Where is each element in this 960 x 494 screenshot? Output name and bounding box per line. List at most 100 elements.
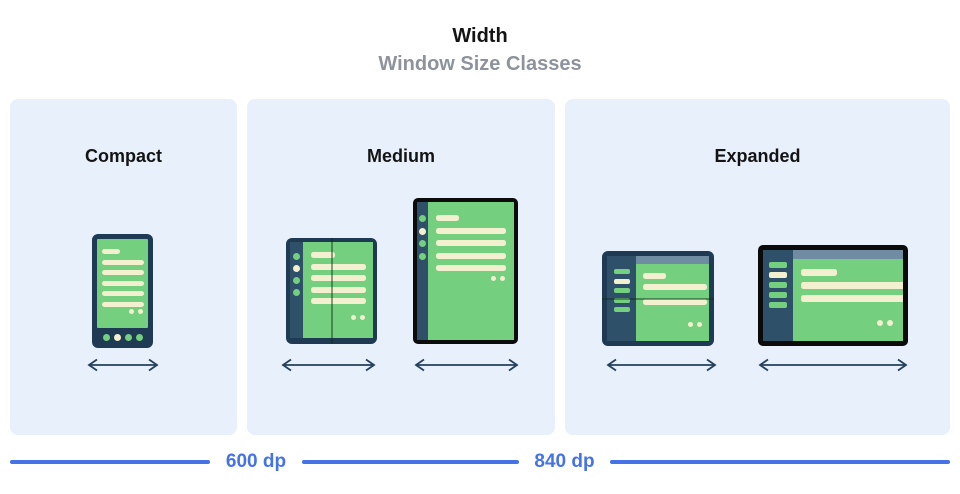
breakpoint-ruler-segment — [610, 460, 950, 464]
content-line — [102, 301, 144, 307]
width-arrow-phone — [87, 358, 159, 372]
content-line — [436, 265, 506, 271]
nav-dot — [135, 334, 143, 341]
phone-screen — [97, 239, 148, 328]
width-arrow-foldable — [281, 358, 376, 372]
content-line — [102, 291, 144, 296]
foldable-content-lines — [303, 242, 373, 304]
laptop-screen — [793, 259, 903, 341]
top-app-bar — [793, 250, 903, 259]
diagram-subtitle: Window Size Classes — [378, 53, 582, 75]
rail-dot-active — [293, 265, 300, 272]
tablet-screen — [428, 202, 514, 340]
foldable-landscape-main — [636, 256, 709, 341]
action-dot — [360, 315, 365, 320]
fold-crease-horizontal — [602, 297, 714, 300]
tablet-content-lines — [428, 202, 514, 271]
phone-content-lines — [97, 239, 148, 307]
rail-dot — [293, 289, 300, 296]
content-line-short — [801, 269, 837, 276]
content-line-short — [102, 249, 120, 254]
content-line-short — [643, 273, 666, 279]
panel-compact-title: Compact — [84, 145, 162, 166]
content-line — [311, 275, 366, 281]
content-line — [801, 282, 903, 289]
rail-dot — [293, 253, 300, 260]
action-dots — [877, 320, 893, 326]
sidebar-item-bar — [613, 297, 630, 303]
content-line — [436, 252, 506, 259]
nav-rail — [417, 202, 428, 340]
action-dot — [887, 320, 893, 326]
foldable-landscape-mockup — [602, 251, 714, 346]
action-dots — [351, 315, 365, 320]
sidebar-item-bar — [613, 288, 630, 293]
action-dot — [129, 309, 134, 314]
laptop-main — [793, 250, 903, 341]
action-dots — [491, 276, 505, 281]
content-line — [102, 280, 144, 286]
rail-dot — [419, 215, 426, 222]
phone-bottom-nav — [97, 330, 148, 345]
phone-mockup — [92, 234, 153, 348]
breakpoint-ruler-segment — [10, 460, 210, 464]
breakpoint-label-600dp: 600 dp — [225, 451, 287, 472]
action-dot — [688, 322, 693, 327]
rail-dot — [419, 252, 426, 260]
sidebar-item-bar — [769, 302, 787, 308]
rail-dot — [293, 277, 300, 284]
foldable-portrait-mockup — [286, 238, 377, 344]
action-dot — [877, 320, 883, 326]
content-line — [643, 299, 707, 305]
sidebar-item-bar-active — [769, 272, 787, 278]
action-dot — [697, 322, 702, 327]
panel-expanded-title: Expanded — [714, 145, 801, 166]
fold-crease-vertical — [330, 238, 333, 344]
content-line — [436, 240, 506, 246]
action-dot — [138, 309, 143, 314]
panel-medium-title: Medium — [366, 145, 435, 166]
content-lines — [793, 259, 903, 302]
nav-sidebar — [763, 250, 793, 341]
breakpoint-ruler-segment — [302, 460, 519, 464]
action-dot — [491, 276, 496, 281]
action-dot — [500, 276, 505, 281]
nav-dot-active — [113, 334, 121, 341]
sidebar-item-bar — [613, 269, 630, 274]
rail-dot — [419, 240, 426, 247]
panel-medium: Medium — [247, 99, 555, 435]
content-line — [102, 270, 144, 275]
content-line-short — [436, 215, 459, 221]
action-dots — [129, 309, 143, 314]
action-dot — [351, 315, 356, 320]
sidebar-item-bar — [769, 282, 787, 288]
foldable-landscape-screen — [636, 264, 709, 341]
nav-dot — [102, 334, 110, 341]
panel-expanded: Expanded — [565, 99, 950, 435]
content-lines — [636, 264, 709, 305]
content-line — [643, 284, 707, 290]
width-arrow-laptop — [758, 358, 908, 372]
panel-compact: Compact — [10, 99, 237, 435]
foldable-screen — [303, 242, 373, 338]
content-line — [436, 227, 506, 234]
nav-rail — [290, 242, 303, 338]
sidebar-item-bar — [769, 292, 787, 298]
diagram-title: Width — [452, 25, 508, 47]
content-line — [311, 286, 366, 293]
nav-dot — [124, 334, 132, 341]
width-arrow-foldable-landscape — [606, 358, 717, 372]
breakpoint-label-840dp: 840 dp — [534, 451, 595, 472]
content-line — [311, 263, 366, 270]
laptop-mockup — [758, 245, 908, 346]
action-dots — [688, 322, 702, 327]
content-line — [102, 259, 144, 265]
sidebar-item-bar — [613, 307, 630, 312]
tablet-portrait-mockup — [413, 198, 518, 344]
rail-dot-active — [419, 227, 426, 235]
nav-sidebar — [607, 256, 636, 341]
content-line — [311, 298, 366, 304]
sidebar-item-bar — [769, 262, 787, 268]
content-line — [801, 295, 903, 302]
